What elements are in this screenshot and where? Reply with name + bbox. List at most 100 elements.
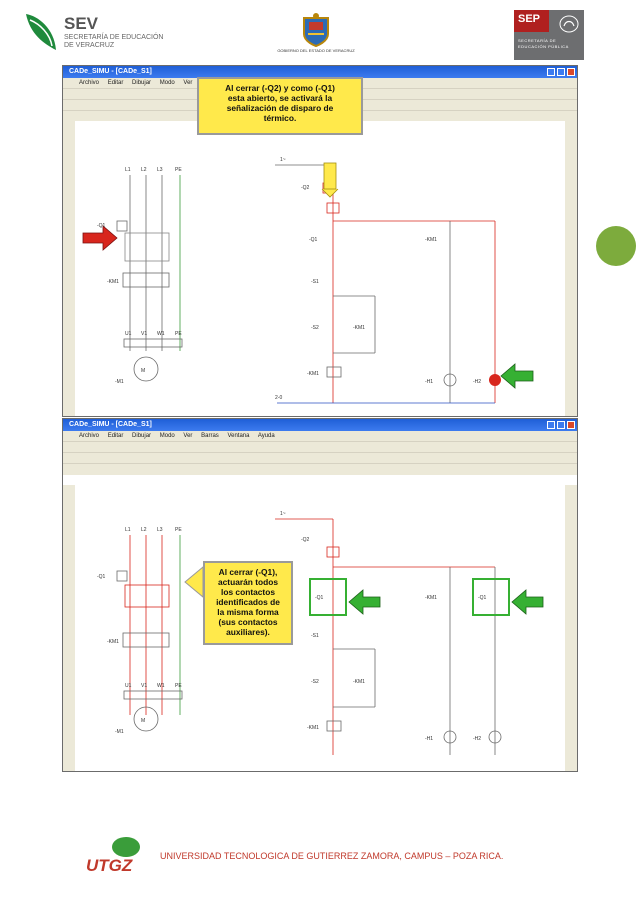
phase-label: PE (175, 167, 182, 173)
crest-caption: GOBIERNO DEL ESTADO DE VERACRUZ (277, 48, 355, 53)
terminal-label: W1 (157, 331, 165, 337)
menu-modo[interactable]: Modo (159, 80, 175, 86)
toolbar-2[interactable] (63, 452, 577, 464)
window-controls (547, 421, 575, 429)
callout-pointer-icon (323, 162, 337, 190)
explanation-callout: Al cerrar (-Q2) y como (-Q1) esta abiert… (197, 77, 363, 135)
terminal-label: V1 (141, 331, 147, 337)
terminal-label: PE (175, 331, 182, 337)
toolbar-1[interactable] (63, 441, 577, 453)
highlight-box-q1-aux (472, 578, 510, 616)
minimize-button[interactable] (547, 68, 555, 76)
svg-text:UTGZ: UTGZ (86, 856, 133, 875)
menu-archivo[interactable]: Archivo (79, 80, 100, 86)
utgz-logo: UTGZ (86, 837, 140, 875)
phase-label: L2 (141, 167, 147, 173)
veracruz-crest-icon (303, 13, 329, 48)
electrical-schematic: L1 L2 L3 PE -Q1 -KM1 M -M1 U1 V1 W1 PE 1… (97, 511, 544, 755)
menu-bar: Archivo Editar Dibujar Modo Ver Barras V… (63, 431, 577, 441)
component-label: -S1 (311, 633, 319, 639)
motor-label: M (141, 368, 145, 374)
component-label: -M1 (115, 379, 124, 385)
cade-simu-screenshot-2: CADe_SIMU - [CADe_S1] Archivo Editar Dib… (62, 418, 578, 772)
mexico-eagle-icon (559, 15, 579, 33)
footer-caption: UNIVERSIDAD TECNOLOGICA DE GUTIERREZ ZAM… (160, 851, 504, 861)
decorative-green-circle (596, 226, 636, 266)
menu-modo[interactable]: Modo (159, 433, 175, 439)
motor-label: M (141, 718, 145, 724)
component-label: -KM1 (107, 639, 119, 645)
menu-dibujar[interactable]: Dibujar (132, 80, 152, 86)
sev-subtitle: SECRETARÍA DE EDUCACIÓN DE VERACRUZ (64, 34, 164, 49)
terminal-label: W1 (157, 683, 165, 689)
component-label: -H1 (425, 379, 433, 385)
component-label: -Q1 (315, 595, 324, 601)
cade-simu-screenshot-1: CADe_SIMU - [CADe_S1] Archivo Editar Dib… (62, 65, 578, 417)
right-component-palette[interactable] (564, 121, 577, 416)
component-label: -KM1 (353, 325, 365, 331)
highlight-box-q1 (309, 578, 347, 616)
green-arrow-icon (348, 589, 381, 615)
phase-label: L2 (141, 527, 147, 533)
component-label: -Q1 (478, 595, 487, 601)
menu-ayuda[interactable]: Ayuda (257, 433, 275, 439)
phase-label: PE (175, 527, 182, 533)
component-label: -KM1 (425, 595, 437, 601)
component-label: -Q2 (301, 537, 310, 543)
menu-dibujar[interactable]: Dibujar (132, 433, 152, 439)
window-titlebar: CADe_SIMU - [CADe_S1] (63, 419, 577, 431)
component-label: -KM1 (425, 237, 437, 243)
window-controls (547, 68, 575, 76)
menu-editar[interactable]: Editar (107, 433, 124, 439)
terminal-label: U1 (125, 683, 132, 689)
electrical-schematic: L1 L2 L3 PE -Q1 -KM1 M -M1 U1 V1 W1 PE 1… (82, 157, 534, 404)
toolbar-3[interactable] (63, 463, 577, 475)
component-label: -S2 (311, 679, 319, 685)
maximize-button[interactable] (557, 68, 565, 76)
component-label: -KM1 (107, 279, 119, 285)
component-label: -H2 (473, 379, 481, 385)
component-label: -M1 (115, 729, 124, 735)
component-label: -KM1 (307, 371, 319, 377)
tripped-indicator-lamp (489, 374, 501, 386)
component-label: -Q1 (97, 223, 106, 229)
sep-subtitle: SECRETARÍA DE EDUCACIÓN PÚBLICA (518, 38, 569, 49)
supply-label: 1~ (280, 511, 286, 517)
callout-arrow-icon (184, 565, 204, 599)
component-label: -KM1 (353, 679, 365, 685)
component-label: -S1 (311, 279, 319, 285)
window-titlebar: CADe_SIMU - [CADe_S1] (63, 66, 577, 78)
close-button[interactable] (567, 421, 575, 429)
explanation-callout: Al cerrar (-Q1), actuarán todos los cont… (203, 561, 293, 645)
sep-logo-red-block (514, 10, 549, 32)
supply-label: 1~ (280, 157, 286, 163)
drawing-canvas[interactable]: L1 L2 L3 PE -Q1 -KM1 M -M1 U1 V1 W1 PE 1… (75, 77, 565, 416)
menu-ventana[interactable]: Ventana (227, 433, 250, 439)
menu-editar[interactable]: Editar (107, 80, 124, 86)
close-button[interactable] (567, 68, 575, 76)
phase-label: L1 (125, 527, 131, 533)
sev-logo-text: SEV (64, 14, 99, 33)
sep-logo-text: SEP (518, 13, 541, 25)
green-arrow-icon (500, 363, 534, 389)
terminal-label: PE (175, 683, 182, 689)
component-label: -Q1 (309, 237, 318, 243)
red-arrow-icon (82, 225, 118, 251)
phase-label: L3 (157, 167, 163, 173)
menu-ver[interactable]: Ver (183, 80, 193, 86)
terminal-label: V1 (141, 683, 147, 689)
right-component-palette[interactable] (564, 485, 577, 771)
phase-label: L3 (157, 527, 163, 533)
green-arrow-icon (511, 589, 544, 615)
sev-leaf-logo (26, 14, 56, 50)
minimize-button[interactable] (547, 421, 555, 429)
component-label: -H2 (473, 736, 481, 742)
menu-ver[interactable]: Ver (183, 433, 193, 439)
menu-archivo[interactable]: Archivo (79, 433, 100, 439)
drawing-canvas[interactable]: L1 L2 L3 PE -Q1 -KM1 M -M1 U1 V1 W1 PE 1… (75, 485, 565, 771)
maximize-button[interactable] (557, 421, 565, 429)
menu-barras[interactable]: Barras (201, 433, 219, 439)
component-label: -S2 (311, 325, 319, 331)
terminal-label: U1 (125, 331, 132, 337)
component-label: -KM1 (307, 725, 319, 731)
